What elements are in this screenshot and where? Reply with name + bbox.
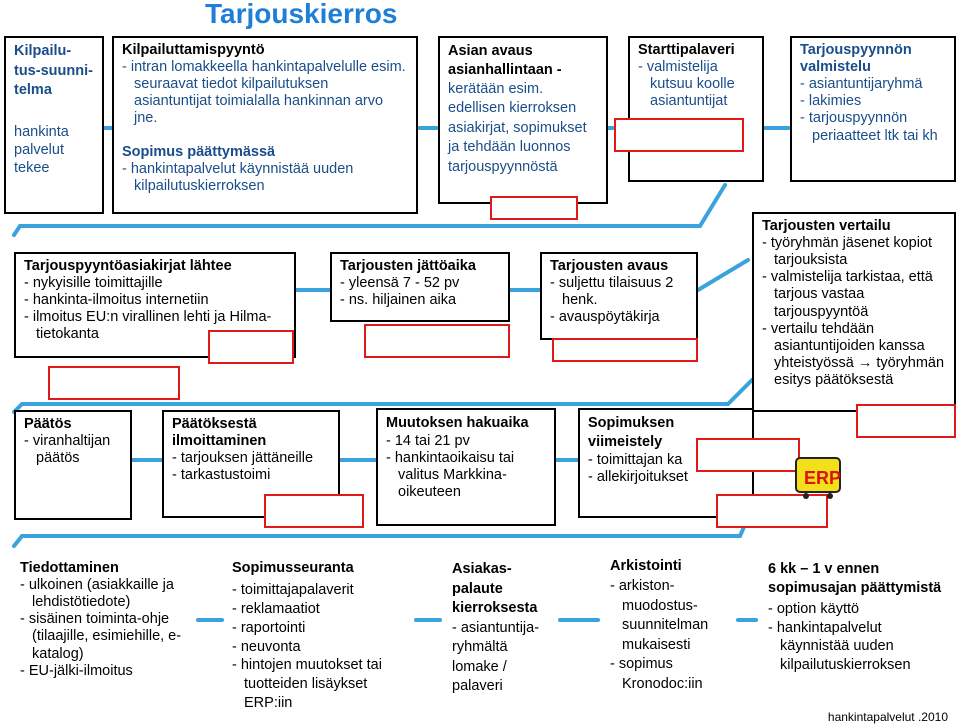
highlight-box-b9	[856, 404, 956, 438]
box-b14-item-1: - sisäinen toiminta-ohje (tilaajille, es…	[20, 611, 182, 662]
box-b14-title: Tiedottaminen	[20, 560, 119, 576]
footer-credit: hankintapalvelut .2010	[827, 710, 948, 724]
erp-icon: ERP	[792, 452, 842, 500]
box-b15-item-0: - toimittajapalaverit	[232, 582, 354, 599]
box-starttipalaveri: Starttipalaveri - valmistelija kutsuu ko…	[628, 36, 764, 182]
box-b1-body: hankinta palvelut tekee	[14, 123, 69, 176]
box-arkistointi: Arkistointi - arkiston-muodostus-suunnit…	[602, 554, 742, 704]
box-b3-body: kerätään esim. edellisen kierroksen asia…	[448, 80, 587, 175]
box-b11-title: Päätöksestä ilmoittaminen	[172, 416, 267, 450]
box-asian-avaus: Asian avaus asianhallintaan - kerätään e…	[438, 36, 608, 204]
box-tiedottaminen: Tiedottaminen - ulkoinen (asiakkaille ja…	[12, 556, 202, 706]
box-asiakaspalaute: Asiakas-palaute kierroksesta - asiantunt…	[444, 556, 558, 706]
highlight-box-b3	[490, 196, 578, 220]
highlight-box-b4	[614, 118, 744, 152]
box-tarjouspyyntoasiakirjat: Tarjouspyyntöasiakirjat lähtee - nykyisi…	[14, 252, 296, 358]
box-b17-title: Arkistointi	[610, 558, 682, 574]
box-b4-item-0: - valmistelija kutsuu koolle asiantuntij…	[638, 59, 735, 110]
box-sopimusseuranta: Sopimusseuranta - toimittajapalaverit - …	[224, 556, 418, 716]
box-b15-item-4: - hintojen muutokset tai tuotteiden lisä…	[232, 657, 382, 712]
box-b13-item-0: - toimittajan ka	[588, 451, 683, 468]
box-b15-title: Sopimusseuranta	[232, 560, 354, 576]
box-b3-title: Asian avaus asianhallintaan -	[448, 43, 562, 78]
box-b15-item-2: - raportointi	[232, 619, 306, 636]
box-b15-item-3: - neuvonta	[232, 638, 301, 655]
erp-icon-label: ERP	[804, 468, 841, 488]
box-b6-item-1: - hankinta-ilmoitus internetiin	[24, 292, 209, 309]
box-b10-item-0: - viranhaltijan päätös	[24, 433, 111, 467]
box-b17-item-1: - sopimus Kronodoc:iin	[610, 656, 703, 692]
box-tarjousten-avaus: Tarjousten avaus - suljettu tilaisuus 2 …	[540, 252, 698, 340]
highlight-box-b6-bottom	[48, 366, 180, 400]
box-b18-item-0: - option käyttö	[768, 600, 860, 617]
box-b9-item-1: - valmistelija tarkistaa, että tarjous v…	[762, 269, 933, 320]
box-tarjouspyynnon-valmistelu: Tarjouspyynnön valmistelu - asiantuntija…	[790, 36, 956, 182]
box-b6-title: Tarjouspyyntöasiakirjat lähtee	[24, 258, 232, 274]
box-b12-item-0: - 14 tai 21 pv	[386, 432, 470, 449]
box-b10-title: Päätös	[24, 416, 72, 432]
box-option-kaytto: 6 kk – 1 v ennen sopimusajan päättymistä…	[760, 556, 956, 706]
box-b9-item-2: - vertailu tehdään asiantuntijoiden kans…	[762, 320, 945, 388]
box-b15-item-1: - reklamaatiot	[232, 600, 320, 617]
box-b17-item-0: - arkiston-muodostus-suunnitelman mukais…	[610, 578, 709, 653]
box-b12-title: Muutoksen hakuaika	[386, 415, 529, 431]
box-b9-item-0: - työryhmän jäsenet kopiot tarjouksista	[762, 235, 933, 269]
box-b14-item-2: - EU-jälki-ilmoitus	[20, 662, 133, 679]
box-b5-title: Tarjouspyynnön valmistelu	[800, 42, 912, 76]
box-b9-title: Tarjousten vertailu	[762, 218, 891, 234]
box-b11-item-1: - tarkastustoimi	[172, 467, 271, 484]
box-muutoksen-hakuaika: Muutoksen hakuaika - 14 tai 21 pv - hank…	[376, 408, 556, 526]
highlight-box-b6-right	[208, 330, 294, 364]
box-b8-item-1: - avauspöytäkirja	[550, 309, 660, 326]
box-b7-item-1: - ns. hiljainen aika	[340, 292, 457, 309]
wrap-row2-row3	[12, 378, 754, 414]
box-b18-title: 6 kk – 1 v ennen sopimusajan päättymistä	[768, 561, 942, 596]
box-b5-item-1: - lakimies	[800, 93, 862, 110]
box-b11-item-0: - tarjouksen jättäneille	[172, 450, 314, 467]
box-b2-title2: Sopimus päättymässä	[122, 143, 276, 160]
wrap-row1-row2	[12, 183, 727, 237]
highlight-box-b7	[364, 324, 510, 358]
box-b2-title: Kilpailuttamispyyntö	[122, 42, 265, 58]
box-b6-item-0: - nykyisille toimittajille	[24, 275, 163, 292]
box-b2-item-0: - intran lomakkeella hankintapalvelulle …	[122, 59, 406, 127]
box-b4-title: Starttipalaveri	[638, 42, 735, 58]
box-b8-title: Tarjousten avaus	[550, 258, 669, 274]
box-b5-item-0: - asiantuntijaryhmä	[800, 76, 923, 93]
box-b13-item-1: - allekirjoitukset	[588, 468, 688, 485]
box-b16-title: Asiakas-palaute kierroksesta	[452, 561, 538, 617]
box-b18-item-1: - hankintapalvelut käynnistää uuden kilp…	[768, 619, 911, 674]
box-b12-item-1: - hankintaoikaisu tai valitus Markkina-o…	[386, 449, 515, 501]
box-b8-item-0: - suljettu tilaisuus 2 henk.	[550, 275, 674, 309]
box-kilpailutussuunnitelma: Kilpailu-tus-suunni-telma hankinta palve…	[4, 36, 104, 214]
arrow-b8-b9	[696, 258, 750, 292]
box-tarjousten-jattoaika: Tarjousten jättöaika - yleensä 7 - 52 pv…	[330, 252, 510, 322]
highlight-box-b11	[264, 494, 364, 528]
box-b1-title: Kilpailu-tus-suunni-telma	[14, 43, 93, 99]
box-paatos: Päätös - viranhaltijan päätös	[14, 410, 132, 520]
box-b2-item2-0: - hankintapalvelut käynnistää uuden kilp…	[122, 160, 354, 194]
highlight-box-b13-bottom	[716, 494, 828, 528]
highlight-box-b13	[696, 438, 800, 472]
box-b16-body: - asiantuntija-ryhmältä lomake / palaver…	[452, 619, 540, 695]
box-tarjousten-vertailu: Tarjousten vertailu - työryhmän jäsenet …	[752, 212, 956, 412]
box-b7-title: Tarjousten jättöaika	[340, 258, 476, 274]
box-b6-item-2: - ilmoitus EU:n virallinen lehti ja Hilm…	[24, 309, 272, 343]
highlight-box-b8	[552, 338, 698, 362]
box-b7-item-0: - yleensä 7 - 52 pv	[340, 275, 460, 292]
box-b14-item-0: - ulkoinen (asiakkaille ja lehdistötiedo…	[20, 577, 174, 611]
box-b13-title: Sopimuksen viimeistely	[588, 415, 675, 450]
page-title: Tarjouskierros	[205, 0, 398, 29]
box-kilpailuttamispyynto: Kilpailuttamispyyntö - intran lomakkeell…	[112, 36, 418, 214]
box-b5-item-2: - tarjouspyynnön periaatteet ltk tai kh	[800, 110, 938, 144]
